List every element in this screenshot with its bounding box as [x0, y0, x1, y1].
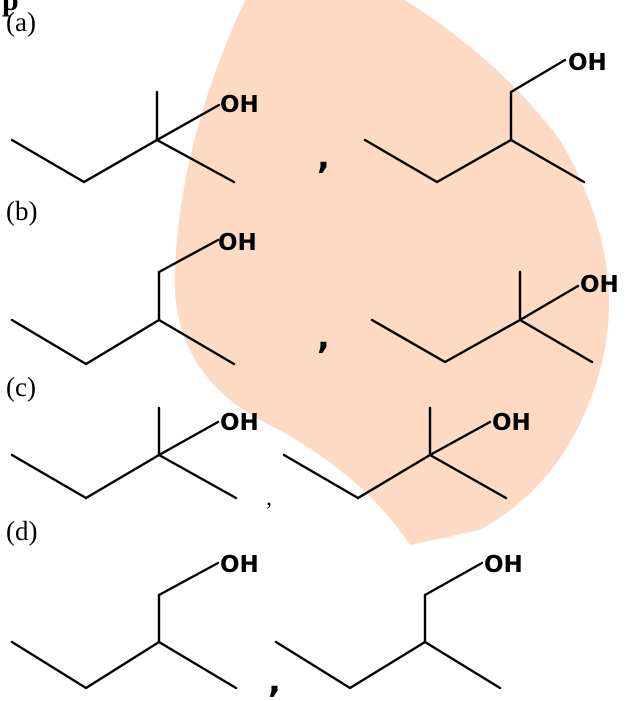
question-title-fragment: p	[2, 0, 19, 17]
hydroxyl-label: OH	[218, 230, 257, 256]
hydroxyl-label: OH	[220, 552, 259, 578]
option-b-tertiary-alcohol: OH	[370, 270, 619, 364]
option-d-primary-alcohol-right: OH	[274, 552, 523, 690]
option-a-separator: ,	[317, 137, 330, 177]
option-a-label: (a)	[6, 7, 36, 37]
carbon-chain	[274, 640, 502, 690]
hydroxymethyl-bond	[423, 561, 484, 597]
carbon-chain	[10, 318, 236, 366]
option-c-separator: ,	[266, 485, 272, 511]
option-a-tertiary-alcohol: OH	[10, 90, 259, 184]
hydroxyl-label: OH	[484, 552, 523, 578]
hydroxyl-bond	[155, 103, 221, 142]
option-c-tertiary-alcohol-right: OH	[282, 406, 531, 500]
option-b-separator: ,	[317, 317, 330, 357]
hydroxyl-label: OH	[220, 92, 259, 118]
carbon-chain	[10, 640, 238, 690]
hydroxyl-label: OH	[580, 272, 619, 298]
hydroxyl-label: OH	[568, 50, 607, 76]
hydroxymethyl-bond	[157, 561, 220, 597]
option-d-separator: ,	[268, 661, 281, 701]
option-b-label: (b)	[6, 196, 38, 226]
carbon-chain	[370, 318, 594, 364]
hydroxyl-bond	[157, 420, 220, 457]
hydroxyl-bond	[518, 284, 580, 322]
hydroxymethyl-bond	[157, 238, 220, 274]
option-a-primary-alcohol: OH	[363, 50, 607, 184]
watermark-shape	[174, 0, 609, 545]
hydroxyl-bond	[428, 420, 492, 457]
carbon-chain	[10, 138, 236, 184]
option-d-label: (d)	[6, 516, 38, 546]
hydroxymethyl-bond	[509, 58, 567, 94]
hydroxyl-label: OH	[492, 410, 531, 436]
carbon-chain	[282, 453, 508, 500]
carbon-chain	[10, 453, 238, 500]
option-d-primary-alcohol-left: OH	[10, 552, 259, 690]
option-c-label: (c)	[6, 372, 36, 402]
carbon-chain	[363, 138, 586, 184]
hydroxyl-label: OH	[220, 410, 259, 436]
option-b-primary-alcohol: OH	[10, 230, 257, 366]
option-c-tertiary-alcohol-left: OH	[10, 406, 259, 500]
